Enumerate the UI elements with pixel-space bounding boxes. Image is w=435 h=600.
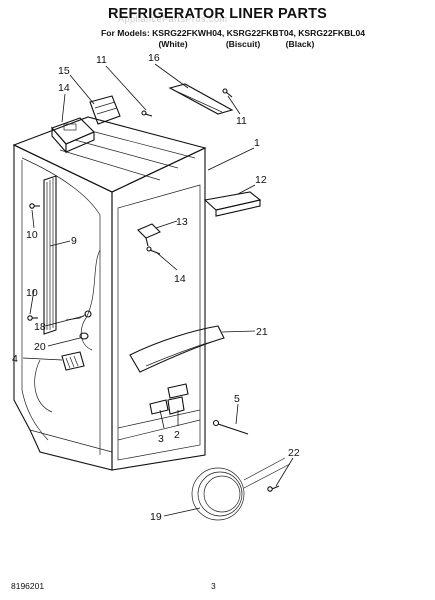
bracket-2 [167, 383, 189, 415]
callout-4: 4 [12, 353, 18, 365]
wire-harness [80, 249, 101, 351]
callout-labels: 15 14 11 16 11 1 12 13 14 9 10 10 18 20 … [12, 52, 300, 523]
callout-9: 9 [71, 235, 77, 247]
callout-20: 20 [34, 341, 46, 353]
shelf-bracket-13 [137, 223, 161, 247]
callout-11-upper: 11 [96, 54, 107, 66]
callout-12: 12 [255, 174, 267, 186]
variant-biscuit: (Biscuit) [225, 39, 261, 49]
callout-18: 18 [34, 321, 46, 333]
fitting-20 [79, 332, 89, 340]
screw-11-upper [141, 110, 153, 117]
bracket-3 [149, 399, 169, 415]
screw-22 [267, 485, 280, 492]
callout-17: 16 [148, 52, 160, 64]
page-title: REFRIGERATOR LINER PARTS [107, 6, 328, 22]
page-number: 3 [211, 581, 216, 591]
callout-10-upper: 10 [26, 229, 38, 241]
water-tube-19 [191, 457, 291, 521]
watermark: AppliancePartsPros.com [118, 14, 228, 24]
models-list: KSRG22FKWH04, KSRG22FKBT04, KSRG22FKBL04 [152, 28, 366, 38]
trim-cover-12 [203, 191, 262, 217]
mounting-bracket-17 [168, 83, 234, 115]
callout-22: 22 [288, 447, 300, 459]
screw-10-upper [29, 203, 40, 209]
callout-15: 14 [58, 82, 70, 94]
document-number: 8196201 [11, 581, 45, 591]
callout-11-right: 11 [236, 115, 247, 127]
callout-2: 2 [174, 429, 180, 441]
variant-black: (Black) [285, 39, 315, 49]
tube-left [34, 359, 53, 413]
liner-body [12, 116, 207, 471]
callout-16: 15 [58, 65, 70, 77]
models-prefix: For Models: [101, 28, 150, 38]
leader-lines [22, 63, 294, 517]
callout-21: 21 [256, 326, 268, 338]
drain-trough-9 [43, 175, 57, 335]
screw-10-lower [27, 315, 38, 321]
damper-housing-15 [51, 117, 95, 154]
grille-4 [61, 351, 85, 371]
rod-5 [212, 419, 249, 435]
callout-13: 13 [176, 216, 188, 228]
screw-11-right [222, 88, 233, 98]
callout-19: 19 [150, 511, 162, 523]
callout-5: 5 [234, 393, 240, 405]
callout-1: 1 [254, 137, 260, 149]
callout-3: 3 [158, 433, 164, 445]
variant-white: (White) [158, 39, 188, 49]
screw-14 [146, 246, 161, 255]
air-duct-cover-21 [129, 325, 225, 373]
callout-10-lower: 10 [26, 287, 38, 299]
callout-14: 14 [174, 273, 186, 285]
models-line: For Models: KSRG22FKWH04, KSRG22FKBT04, … [101, 28, 365, 38]
damper-cover-16 [89, 95, 121, 125]
